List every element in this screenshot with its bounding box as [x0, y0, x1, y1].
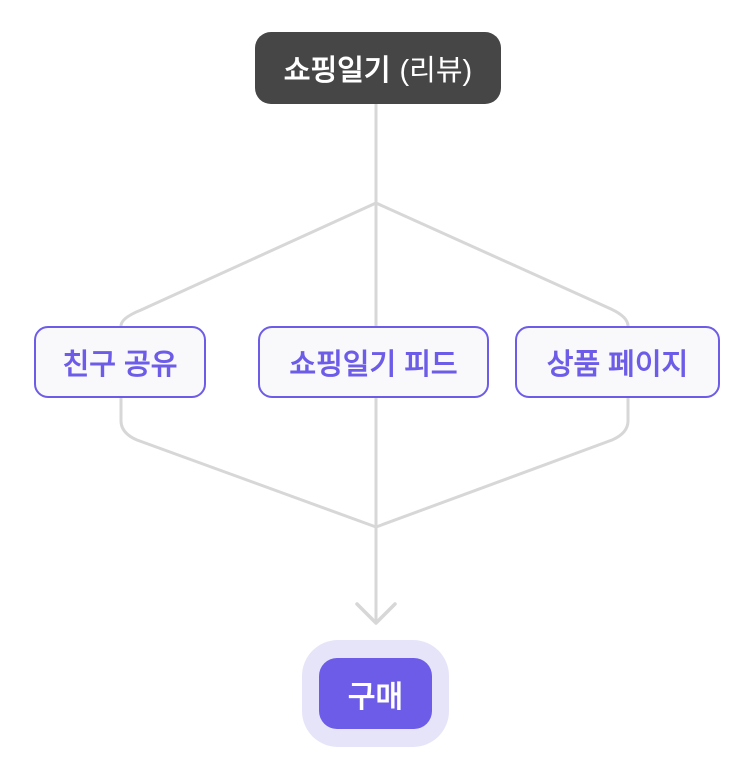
connector-lower-left: [119, 396, 378, 529]
arrow-down-icon: [355, 602, 397, 625]
outcome-node-label: 구매: [347, 680, 404, 714]
channel-node-label: 친구 공유: [62, 349, 178, 381]
outcome-node-purchase: 구매: [319, 658, 432, 729]
root-node-label-suffix: (리뷰): [399, 55, 473, 87]
outcome-node-halo: 구매: [302, 640, 449, 747]
connector-upper-left: [119, 201, 378, 328]
root-node: 쇼핑일기 (리뷰): [255, 32, 501, 104]
channel-node-shopping-diary-feed: 쇼핑일기 피드: [258, 326, 489, 398]
root-node-label: 쇼핑일기: [283, 55, 391, 87]
channel-node-product-page: 상품 페이지: [515, 326, 720, 398]
channel-node-label: 상품 페이지: [546, 349, 689, 381]
connector-upper-right: [374, 201, 630, 328]
channel-node-friend-share: 친구 공유: [34, 326, 206, 398]
channel-node-label: 쇼핑일기 피드: [289, 349, 458, 381]
connector-lower-right: [374, 396, 630, 529]
